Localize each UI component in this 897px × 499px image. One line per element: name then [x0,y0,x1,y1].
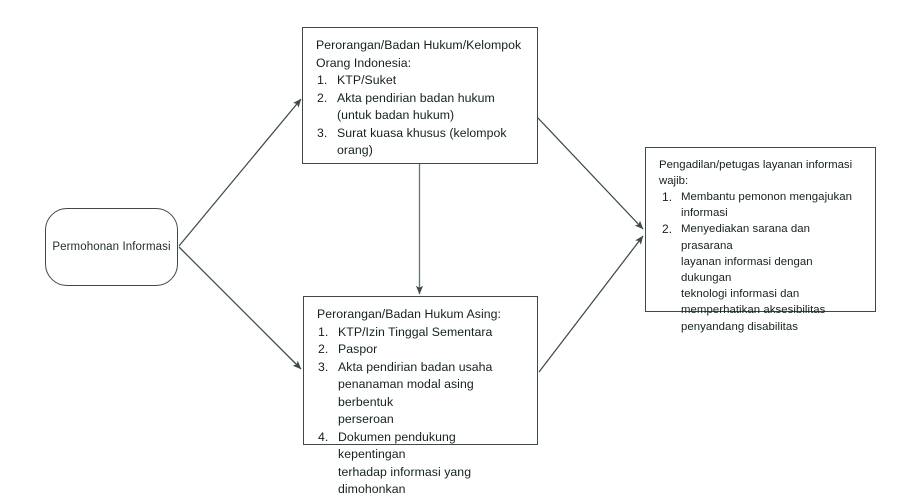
list-item: Membantu pemonon mengajukan informasi [662,189,853,220]
list-item: Dokumen pendukung kepentingan terhadap i… [318,429,472,497]
node-domestic-title: Perorangan/Badan Hukum/Kelompok Orang In… [316,38,522,70]
list-item: Surat kuasa khusus (kelompok orang) [317,125,507,158]
node-pengadilan-petugas-layanan-informasi[interactable]: Pengadilan/petugas layanan informasi waj… [645,147,876,333]
node-obligation-list: Membantu pemonon mengajukan informasi Me… [659,189,863,335]
flowchart-canvas: Permohonan Informasi Perorangan/Badan Hu… [0,0,897,476]
list-item: Akta pendirian badan hukum (untuk badan … [317,90,495,123]
node-perorangan-badan-hukum-indonesia[interactable]: Perorangan/Badan Hukum/Kelompok Orang In… [302,27,538,164]
list-item: Paspor [318,341,378,358]
node-start-label: Permohonan Informasi [52,241,171,253]
node-domestic-list: KTP/Suket Akta pendirian badan hukum (un… [316,72,525,160]
node-obligation-title: Pengadilan/petugas layanan informasi waj… [659,159,853,187]
edge-start-to-foreign [178,246,302,370]
node-foreign-list: KTP/Izin Tinggal Sementara Paspor Akta p… [317,324,525,499]
edge-start-to-domestic [178,98,302,247]
edge-foreign-to-obligation [538,235,644,373]
edge-domestic-to-obligation [537,117,644,230]
node-perorangan-badan-hukum-asing[interactable]: Perorangan/Badan Hukum Asing: KTP/Izin T… [303,296,538,496]
list-item: KTP/Suket [317,72,397,89]
list-item: Menyediakan sarana dan prasarana layanan… [662,221,826,333]
list-item: KTP/Izin Tinggal Sementara [318,324,493,341]
list-item: Akta pendirian badan usaha penanaman mod… [318,359,493,427]
node-permohonan-informasi[interactable]: Permohonan Informasi [45,208,178,286]
node-foreign-title: Perorangan/Badan Hukum Asing: [317,307,501,321]
